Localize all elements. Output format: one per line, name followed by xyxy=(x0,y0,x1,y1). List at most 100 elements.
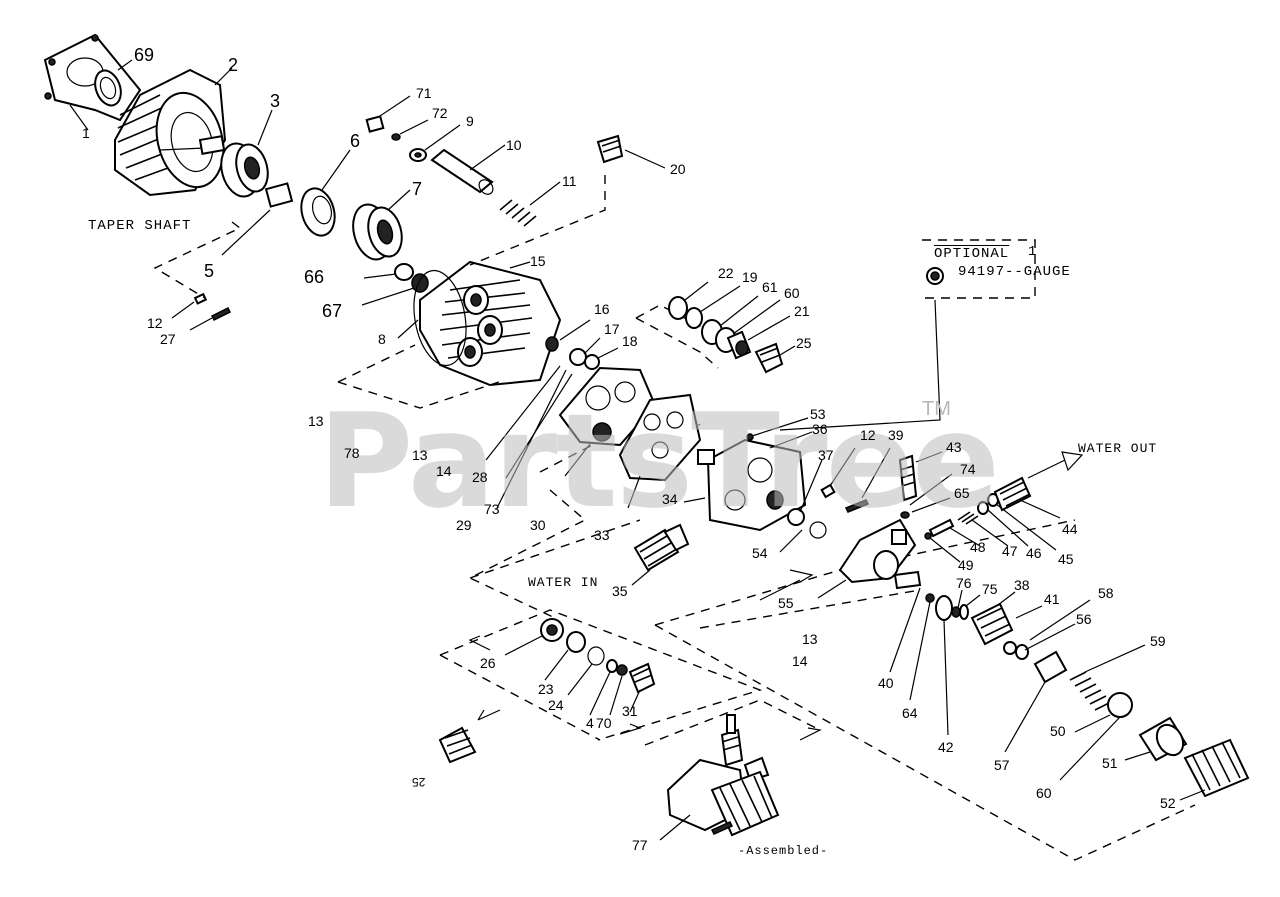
part-27-screw xyxy=(210,306,232,322)
callout-47: 47 xyxy=(1002,543,1018,559)
callout-26: 26 xyxy=(480,655,496,671)
callout-70: 70 xyxy=(596,715,612,731)
callout-13c: 13 xyxy=(802,631,818,647)
callout-56: 56 xyxy=(1076,611,1092,627)
water-out-note: WATER OUT xyxy=(1078,441,1158,456)
callout-14b: 14 xyxy=(792,653,808,669)
part-41-oring xyxy=(1015,644,1029,660)
part-51-nut xyxy=(1138,716,1188,762)
part-75-ring xyxy=(959,604,969,620)
callout-37: 37 xyxy=(818,447,834,463)
callout-6: 6 xyxy=(350,131,361,151)
part-3-bearing xyxy=(220,109,273,198)
callout-17: 17 xyxy=(604,321,620,337)
callout-11: 11 xyxy=(562,173,577,189)
part-40-tube xyxy=(893,570,922,590)
part-17-ring xyxy=(569,348,587,366)
water-out-arrow xyxy=(1027,451,1084,479)
callout-2: 2 xyxy=(228,55,239,75)
part-9-washer xyxy=(409,148,427,162)
water-in-note: WATER IN xyxy=(528,575,599,590)
callout-7: 7 xyxy=(412,179,423,199)
callout-28: 28 xyxy=(472,469,488,485)
callout-23: 23 xyxy=(538,681,554,697)
assembled-note: -Assembled- xyxy=(738,844,829,858)
part-76-ring xyxy=(951,606,961,618)
callout-43: 43 xyxy=(946,439,962,455)
callout-45: 45 xyxy=(1058,551,1074,567)
part-39-screw xyxy=(844,499,870,513)
callout-31: 31 xyxy=(622,703,638,719)
part-42-seat xyxy=(935,595,953,621)
callout-27: 27 xyxy=(160,331,176,347)
callout-30: 30 xyxy=(530,517,546,533)
part-25-valve xyxy=(754,342,784,374)
part-4-ring xyxy=(606,659,618,673)
part-6-wobble-plate xyxy=(300,149,351,237)
part-69-seal xyxy=(94,59,133,107)
callout-48: 48 xyxy=(970,539,986,555)
part-52-knob xyxy=(1183,738,1250,798)
part-72-clip xyxy=(391,133,401,141)
part-58-ring xyxy=(1003,641,1017,655)
part-65-oring xyxy=(900,511,910,519)
callout-36: 36 xyxy=(812,421,828,437)
callout-25: 25 xyxy=(796,335,812,351)
part-59-spring xyxy=(1069,671,1112,711)
part-5-nut xyxy=(221,182,294,256)
trademark-symbol: TM xyxy=(922,398,951,420)
part-48-pin xyxy=(928,518,955,538)
callout-12a: 12 xyxy=(147,315,163,331)
part-26-seat xyxy=(540,618,564,642)
part-16-seal xyxy=(545,336,559,352)
partstree-watermark: PartsTree xyxy=(318,385,1000,537)
gauge-optional xyxy=(926,267,944,285)
callout-25b: 25 xyxy=(412,775,426,789)
callout-24: 24 xyxy=(548,697,564,713)
callout-54: 54 xyxy=(752,545,768,561)
assembled-pump-view xyxy=(666,714,780,837)
part-67-bearing xyxy=(361,273,429,306)
callout-53: 53 xyxy=(810,406,826,422)
callout-21: 21 xyxy=(794,303,810,319)
part-70-ring xyxy=(616,664,628,676)
callout-46: 46 xyxy=(1026,545,1042,561)
part-46-ring xyxy=(977,501,989,515)
part-30-valve-plate xyxy=(558,366,657,447)
part-22-ring xyxy=(668,296,688,320)
callout-67: 67 xyxy=(322,301,343,321)
part-11-spring xyxy=(499,199,537,227)
callout-74: 74 xyxy=(960,461,976,477)
part-25b-nozzle xyxy=(438,726,477,764)
callout-13b: 13 xyxy=(412,447,428,463)
part-12b-washer xyxy=(820,483,836,499)
callout-77: 77 xyxy=(632,837,648,853)
callout-60a: 60 xyxy=(1036,785,1052,801)
part-7-bearing xyxy=(352,189,411,261)
part-35-inlet-fitting xyxy=(633,523,690,572)
part-20-cap xyxy=(596,134,624,164)
callout-15: 15 xyxy=(530,253,546,269)
callout-75: 75 xyxy=(982,581,998,597)
part-73-rod xyxy=(485,365,573,509)
part-55-unloader-body xyxy=(838,518,917,584)
part-19-ring xyxy=(685,307,703,329)
optional-gauge-note: 94197--GAUGE xyxy=(958,264,1071,280)
part-34-manifold xyxy=(697,433,807,532)
callout-38: 38 xyxy=(1014,577,1030,593)
callout-57: 57 xyxy=(994,757,1010,773)
callout-13a: 13 xyxy=(308,413,324,429)
part-37b-oring xyxy=(809,521,827,539)
part-2-crankcase-housing xyxy=(114,67,233,197)
part-33-gasket xyxy=(618,393,702,482)
callout-1: 1 xyxy=(82,125,90,141)
callout-73: 73 xyxy=(484,501,500,517)
callout-72: 72 xyxy=(432,105,448,121)
part-31-valve xyxy=(628,662,656,694)
callout-66: 66 xyxy=(304,267,325,287)
part-38-nut xyxy=(970,602,1014,646)
callout-65: 65 xyxy=(954,485,970,501)
part-43-stem xyxy=(898,454,918,502)
part-10-piston xyxy=(430,148,494,195)
callout-58: 58 xyxy=(1098,585,1114,601)
